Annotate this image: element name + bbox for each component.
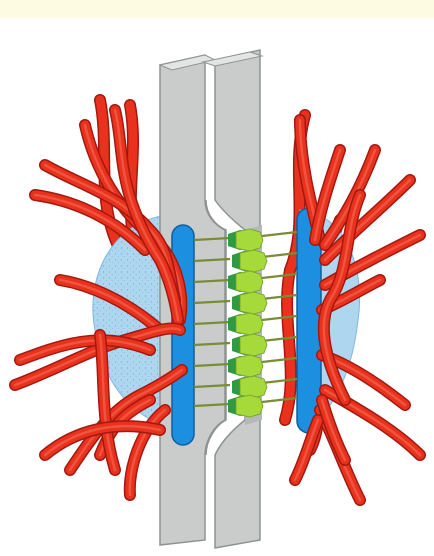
desmosome-diagram bbox=[0, 0, 434, 556]
desmosome-illustration bbox=[0, 0, 434, 556]
